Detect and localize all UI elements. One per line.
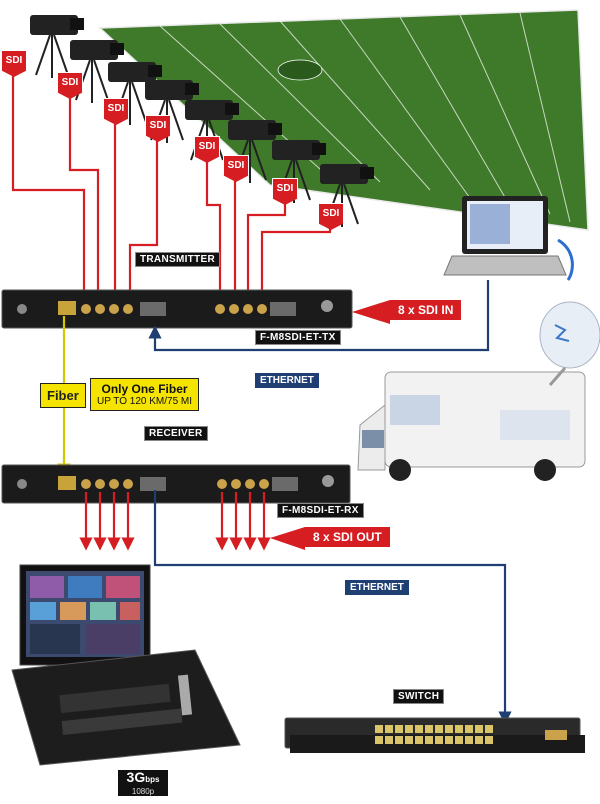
camera-icon bbox=[228, 120, 282, 183]
rx-model-label: F-M8SDI-ET-RX bbox=[277, 503, 364, 518]
sdi-out-label: 8 x SDI OUT bbox=[305, 527, 390, 547]
fiber-note: Only One Fiber UP TO 120 KM/75 MI bbox=[90, 378, 200, 411]
badge-3g-text: 3G bbox=[126, 769, 146, 785]
fiber-note-subtitle: UP TO 120 KM/75 MI bbox=[97, 396, 193, 407]
sdi-tag: SDI bbox=[103, 98, 129, 125]
sdi-in-arrow bbox=[352, 300, 390, 324]
video-switcher-icon bbox=[11, 564, 241, 766]
ethernet-label-bottom: ETHERNET bbox=[345, 580, 409, 595]
sdi-tag: SDI bbox=[318, 203, 344, 230]
sdi-tag: SDI bbox=[1, 50, 27, 77]
network-switch-icon bbox=[284, 717, 585, 753]
badge-3g: 3Gbps 1080p bbox=[118, 770, 168, 796]
sdi-out-arrow bbox=[270, 527, 305, 550]
receiver-label: RECEIVER bbox=[144, 426, 208, 441]
tx-model-label: F-M8SDI-ET-TX bbox=[255, 330, 341, 345]
badge-bps-text: bps bbox=[145, 775, 160, 784]
satellite-dish-icon bbox=[539, 301, 600, 386]
camera-icon bbox=[272, 140, 326, 203]
laptop-icon bbox=[443, 196, 574, 281]
switch-label: SWITCH bbox=[393, 689, 445, 704]
camera-icon bbox=[30, 15, 84, 78]
van-icon bbox=[357, 371, 586, 481]
transmitter-unit bbox=[1, 289, 353, 329]
fiber-note-title: Only One Fiber bbox=[101, 382, 188, 396]
sdi-output-cables bbox=[79, 492, 271, 551]
receiver-unit bbox=[1, 464, 351, 504]
fiber-label: Fiber bbox=[40, 383, 86, 408]
camera-icon bbox=[185, 100, 239, 163]
ethernet-cable-bottom bbox=[153, 490, 512, 725]
sdi-in-label: 8 x SDI IN bbox=[390, 300, 462, 320]
sdi-tag: SDI bbox=[272, 178, 298, 205]
transmitter-label: TRANSMITTER bbox=[135, 252, 220, 267]
badge-resolution: 1080p bbox=[131, 787, 155, 796]
ethernet-label-top: ETHERNET bbox=[255, 373, 319, 388]
ethernet-cable-top bbox=[148, 280, 490, 352]
